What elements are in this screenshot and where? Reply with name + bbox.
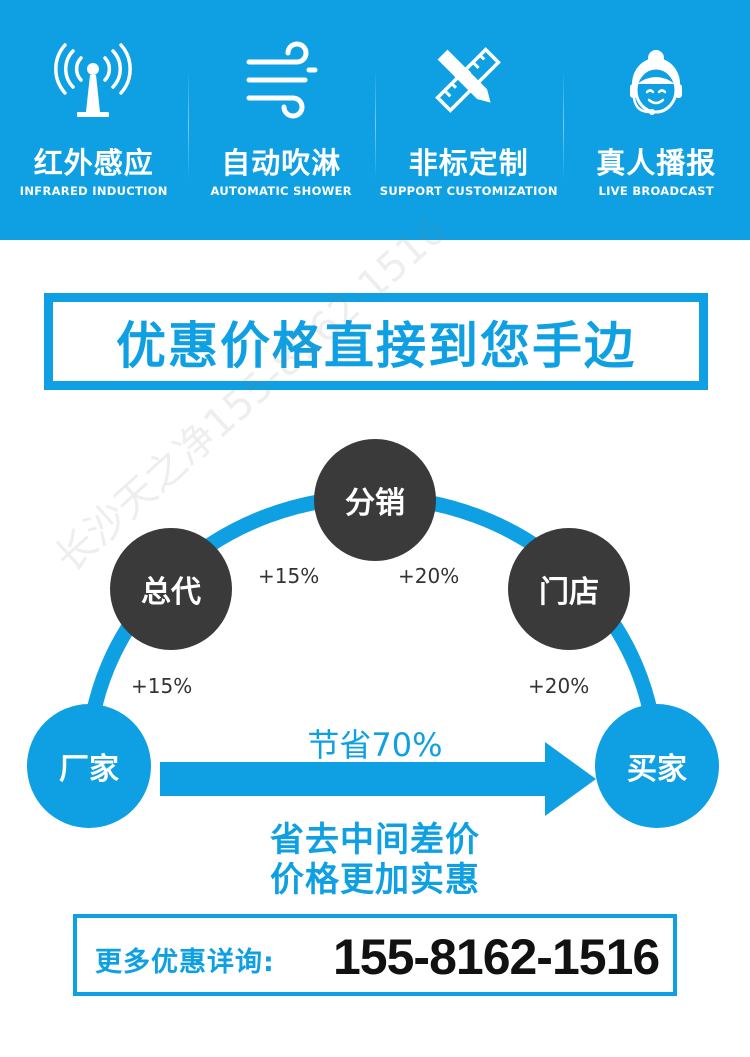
infrared-signal-icon — [54, 43, 132, 117]
markup-store-to-buyer: +20% — [528, 674, 590, 698]
node-general-agent: 总代 — [110, 528, 232, 650]
ruler-pencil-icon — [435, 47, 501, 113]
feature-title: 真人播报 — [596, 146, 717, 180]
feature-live-broadcast: 真人播报 LIVE BROADCAST — [563, 0, 750, 240]
feature-title: 自动吹淋 — [221, 146, 342, 180]
feature-subtitle: LIVE BROADCAST — [598, 184, 715, 198]
contact-label: 更多优惠详询: — [95, 947, 275, 978]
feature-title: 非标定制 — [408, 146, 529, 180]
node-factory: 厂家 — [27, 704, 151, 828]
node-store: 门店 — [508, 528, 630, 650]
feature-automatic-shower: 自动吹淋 AUTOMATIC SHOWER — [188, 0, 376, 240]
node-buyer: 买家 — [595, 704, 719, 828]
markup-agent-to-distribution: +15% — [258, 564, 320, 588]
feature-divider — [563, 70, 564, 180]
node-distribution: 分销 — [314, 439, 436, 561]
feature-infrared-induction: 红外感应 INFRARED INDUCTION — [0, 0, 188, 240]
price-chain-diagram: 厂家 总代 分销 门店 买家 +15% +15% +20% +20% 节省70%… — [0, 420, 750, 900]
markup-distribution-to-store: +20% — [398, 564, 460, 588]
feature-title: 红外感应 — [33, 146, 154, 180]
feature-subtitle: AUTOMATIC SHOWER — [210, 184, 352, 198]
headline-text: 优惠价格直接到您手边 — [116, 316, 636, 375]
contact-box: 更多优惠详询: 155-8162-1516 — [73, 914, 677, 996]
feature-subtitle: SUPPORT CUSTOMIZATION — [379, 184, 558, 198]
wind-shower-icon — [246, 41, 317, 119]
savings-arrow — [160, 742, 596, 816]
feature-banner: 红外感应 INFRARED INDUCTION 自动吹淋 AUTOMATIC S… — [0, 0, 750, 240]
feature-support-customization: 非标定制 SUPPORT CUSTOMIZATION — [375, 0, 563, 240]
contact-phone-number[interactable]: 155-8162-1516 — [333, 929, 660, 985]
headset-operator-icon — [629, 50, 682, 115]
slogan-line-2: 价格更加实惠 — [270, 860, 480, 900]
headline-box: 优惠价格直接到您手边 — [44, 293, 708, 390]
slogan-line-1: 省去中间差价 — [270, 820, 480, 860]
feature-divider — [375, 70, 376, 180]
savings-label: 节省70% — [307, 726, 443, 764]
feature-subtitle: INFRARED INDUCTION — [19, 184, 168, 198]
markup-factory-to-agent: +15% — [131, 674, 193, 698]
feature-divider — [188, 70, 189, 180]
